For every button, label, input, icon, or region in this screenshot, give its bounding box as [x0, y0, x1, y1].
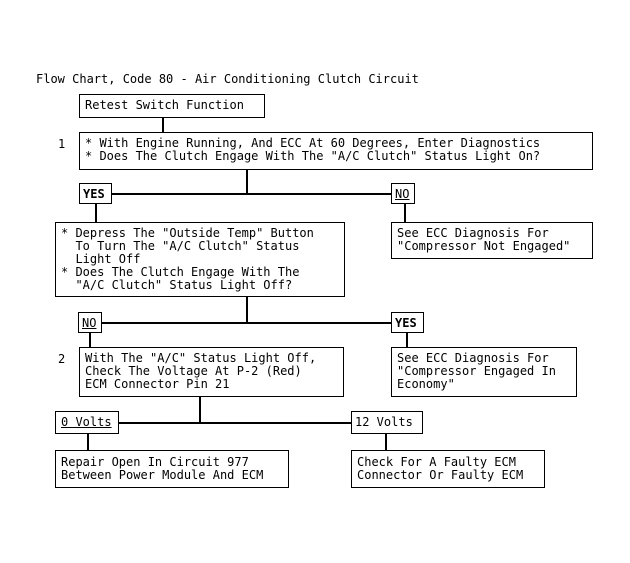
step1-line1: * With Engine Running, And ECC At 60 Deg…: [85, 136, 541, 150]
connector-zero-down: [87, 433, 89, 451]
no1-label-box: NO: [391, 183, 415, 204]
depress-line4: * Does The Clutch Engage With The: [61, 265, 300, 279]
twelve-volts-label: 12 Volts: [355, 415, 413, 429]
connector-depress-down: [246, 296, 248, 323]
compressor-not-engaged-box: See ECC Diagnosis For "Compressor Not En…: [391, 222, 593, 259]
zero-volts-label: 0 Volts: [61, 415, 112, 429]
engaged-economy-line2: "Compressor Engaged In: [397, 364, 556, 378]
faulty-line2: Connector Or Faulty ECM: [357, 468, 524, 482]
connector-twelve-down: [385, 433, 387, 451]
depress-line5: "A/C Clutch" Status Light Off?: [61, 278, 293, 292]
step2-box: With The "A/C" Status Light Off, Check T…: [79, 347, 344, 397]
step1-box: * With Engine Running, And ECC At 60 Deg…: [79, 132, 593, 170]
zero-volts-label-box: 0 Volts: [55, 411, 119, 434]
faulty-ecm-box: Check For A Faulty ECM Connector Or Faul…: [351, 450, 545, 488]
connector-yes2-down: [406, 333, 408, 347]
connector-branch1-horizontal: [112, 193, 392, 195]
connector-retest-step1: [162, 118, 164, 132]
engaged-economy-line3: Economy": [397, 377, 455, 391]
yes1-label-box: YES: [79, 183, 112, 204]
compressor-engaged-economy-box: See ECC Diagnosis For "Compressor Engage…: [391, 347, 577, 397]
depress-line3: Light Off: [61, 252, 141, 266]
not-engaged-line2: "Compressor Not Engaged": [397, 239, 571, 253]
step-number-1: 1: [58, 137, 66, 151]
step1-line2: * Does The Clutch Engage With The "A/C C…: [85, 149, 541, 163]
faulty-line1: Check For A Faulty ECM: [357, 455, 516, 469]
step-number-2: 2: [58, 352, 66, 366]
connector-no1-down: [404, 203, 406, 223]
step2-line3: ECM Connector Pin 21: [85, 377, 230, 391]
chart-title: Flow Chart, Code 80 - Air Conditioning C…: [36, 72, 419, 86]
connector-branch3-horizontal: [118, 422, 352, 424]
yes1-label: YES: [83, 187, 105, 201]
retest-switch-box: Retest Switch Function: [79, 94, 265, 118]
connector-no2-down: [89, 333, 91, 347]
no1-label: NO: [395, 187, 410, 201]
retest-switch-text: Retest Switch Function: [85, 98, 244, 112]
depress-line1: * Depress The "Outside Temp" Button: [61, 226, 314, 240]
connector-branch2-horizontal: [101, 322, 392, 324]
step2-line1: With The "A/C" Status Light Off,: [85, 351, 317, 365]
engaged-economy-line1: See ECC Diagnosis For: [397, 351, 549, 365]
no2-label-box: NO: [78, 312, 102, 333]
repair-open-box: Repair Open In Circuit 977 Between Power…: [55, 450, 289, 488]
repair-line1: Repair Open In Circuit 977: [61, 455, 249, 469]
yes2-label-box: YES: [391, 312, 424, 333]
step2-line2: Check The Voltage At P-2 (Red): [85, 364, 302, 378]
yes2-label: YES: [395, 316, 417, 330]
no2-label: NO: [82, 316, 97, 330]
depress-line2: To Turn The "A/C Clutch" Status: [61, 239, 300, 253]
depress-button-box: * Depress The "Outside Temp" Button To T…: [55, 222, 345, 297]
repair-line2: Between Power Module And ECM: [61, 468, 264, 482]
twelve-volts-label-box: 12 Volts: [351, 411, 423, 434]
connector-step1-down: [246, 170, 248, 194]
connector-step2-down: [199, 397, 201, 423]
connector-yes1-down: [95, 203, 97, 223]
not-engaged-line1: See ECC Diagnosis For: [397, 226, 549, 240]
